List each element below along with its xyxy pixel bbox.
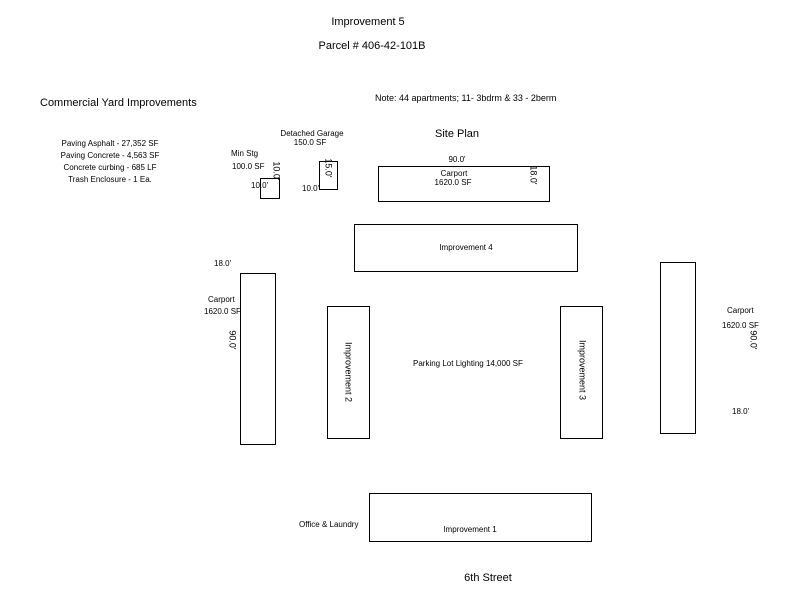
carport-left-height: 90.0' [227, 330, 238, 350]
carport-top-height: 18.0' [528, 165, 539, 185]
min-stg-width: 10.0' [251, 181, 269, 190]
carport-right-building [660, 262, 696, 434]
carport-top-building [378, 166, 550, 202]
improvement-4-building [354, 224, 578, 272]
site-plan-label: Site Plan [435, 128, 480, 140]
parking-lot-label: Parking Lot Lighting 14,000 SF [413, 359, 523, 368]
yard-improvements-list: Paving Asphalt - 27,352 SF Paving Concre… [50, 138, 170, 186]
improvement-4-label: Improvement 4 [439, 243, 493, 252]
page-title: Improvement 5 [331, 16, 405, 28]
improvement-1-building [369, 493, 592, 542]
carport-right-height: 90.0' [748, 330, 759, 350]
carport-right-area: 1620.0 SF [722, 321, 759, 330]
carport-top-label: Carport [440, 169, 468, 178]
apartments-note: Note: 44 apartments; 11- 3bdrm & 33 - 2b… [375, 93, 557, 103]
carport-left-area: 1620.0 SF [204, 307, 241, 316]
garage-label: Detached Garage [280, 129, 344, 138]
carport-right-label: Carport [727, 306, 754, 315]
improvement-2-label: Improvement 2 [343, 341, 354, 403]
street-label: 6th Street [464, 572, 512, 584]
carport-top-area: 1620.0 SF [434, 178, 472, 187]
yard-item: Paving Concrete - 4,563 SF [60, 151, 160, 160]
improvement-3-label: Improvement 3 [577, 339, 588, 401]
carport-left-width: 18.0' [214, 259, 232, 268]
carport-right-width: 18.0' [732, 407, 750, 416]
yard-item: Concrete curbing - 685 LF [63, 163, 157, 172]
detached-garage-building [319, 161, 338, 190]
min-stg-building [260, 178, 280, 199]
improvement-2-building [327, 306, 370, 439]
improvement-3-building [560, 306, 603, 439]
carport-top-width: 90.0' [448, 155, 466, 164]
parcel-number: Parcel # 406-42-101B [318, 40, 426, 52]
office-laundry-label: Office & Laundry [299, 520, 359, 529]
carport-left-building [240, 273, 276, 445]
min-stg-area: 100.0 SF [232, 162, 265, 171]
min-stg-height: 10.0' [271, 161, 282, 181]
garage-width: 10.0' [302, 184, 320, 193]
min-stg-label: Min Stg [231, 149, 259, 158]
carport-left-label: Carport [208, 295, 235, 304]
yard-item: Paving Asphalt - 27,352 SF [61, 139, 159, 148]
improvement-1-label: Improvement 1 [443, 525, 497, 534]
garage-area: 150.0 SF [293, 138, 327, 147]
yard-item: Trash Enclosure - 1 Ea. [68, 175, 152, 184]
garage-height: 15.0' [323, 158, 334, 178]
yard-heading: Commercial Yard Improvements [40, 97, 197, 109]
